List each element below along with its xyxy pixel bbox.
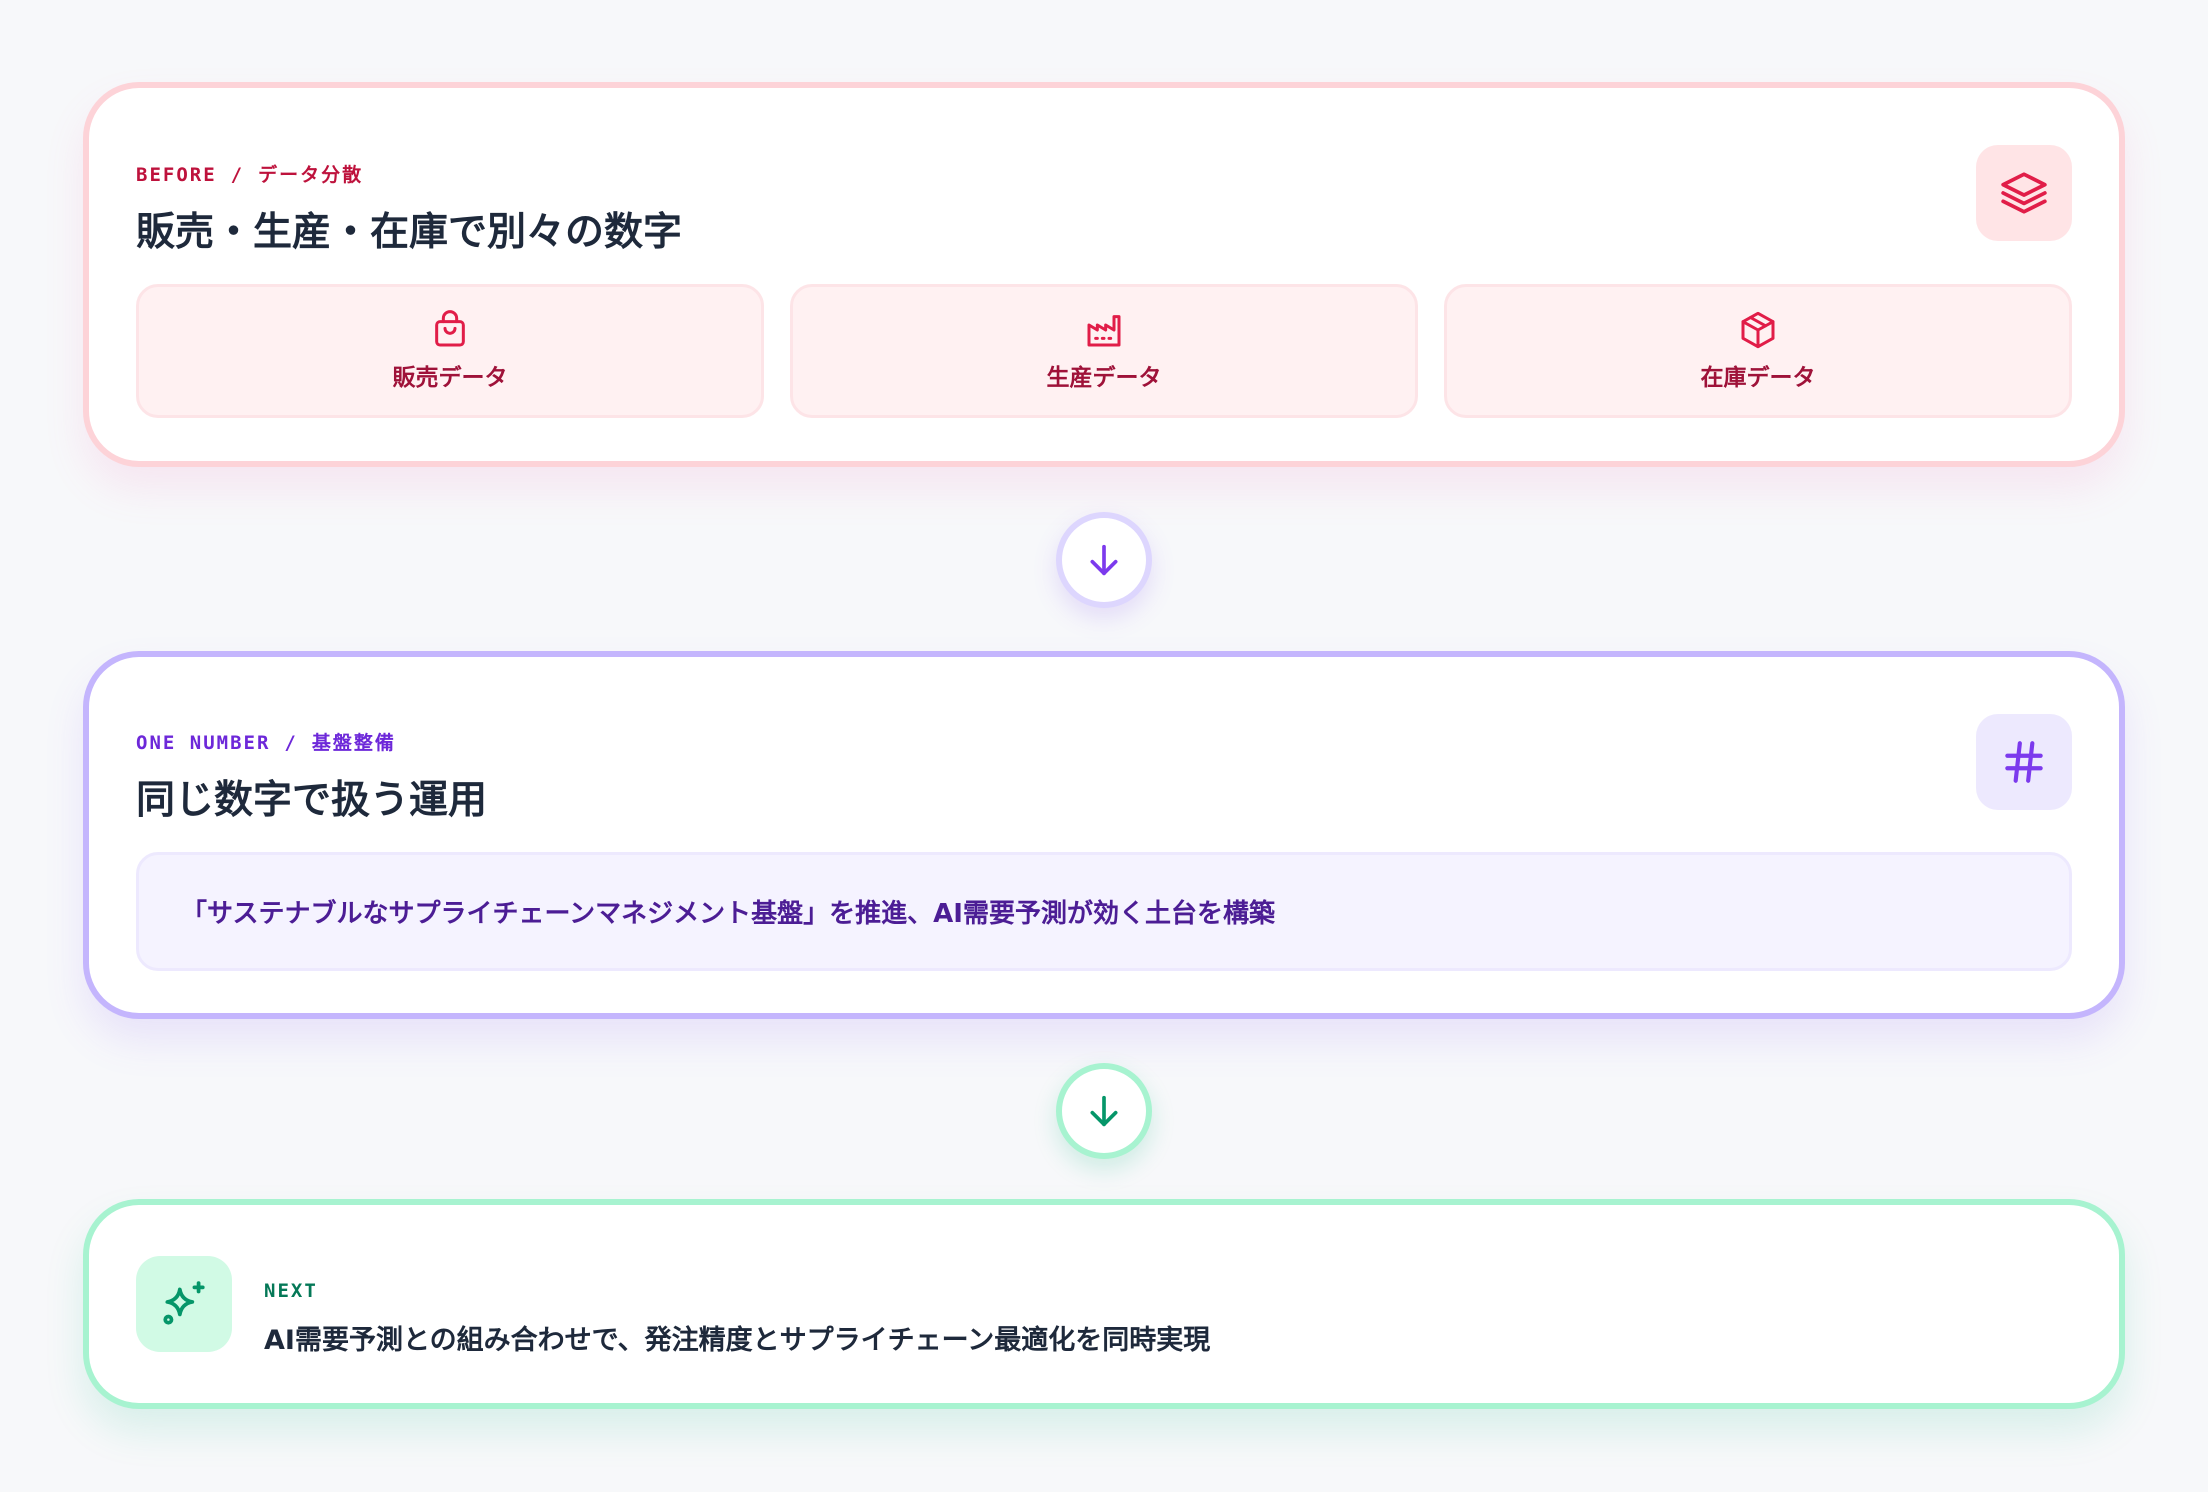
sparkles-icon [136, 1256, 232, 1352]
next-card: NEXT AI需要予測との組み合わせで、発注精度とサプライチェーン最適化を同時実… [83, 1199, 2125, 1409]
one-number-eyebrow-label: 基盤整備 [311, 732, 396, 754]
one-number-card: ONE NUMBER / 基盤整備 同じ数字で扱う運用 「サステナブルなサプライチェ… [83, 651, 2125, 1019]
before-eyebrow-tag: BEFORE [136, 164, 217, 186]
source-inventory-label: 在庫データ [1700, 365, 1816, 391]
hash-icon [1976, 714, 2072, 810]
source-production: 生産データ [790, 284, 1418, 418]
source-production-label: 生産データ [1046, 365, 1162, 391]
before-card: BEFORE / データ分散 販売・生産・在庫で別々の数字 販売データ 生産データ [83, 82, 2125, 467]
connector-arrow-2 [1056, 1063, 1152, 1159]
arrow-down-icon [1090, 1095, 1118, 1127]
shopping-bag-icon [435, 310, 465, 347]
one-number-eyebrow-separator: / [284, 732, 298, 754]
package-icon [1741, 311, 1775, 349]
factory-icon [1087, 315, 1121, 347]
one-number-eyebrow: ONE NUMBER / 基盤整備 [136, 728, 396, 755]
next-eyebrow: NEXT [264, 1280, 318, 1302]
before-title: 販売・生産・在庫で別々の数字 [136, 210, 683, 255]
data-source-list: 販売データ 生産データ 在庫データ [136, 284, 2072, 418]
source-inventory: 在庫データ [1444, 284, 2072, 418]
source-sales-label: 販売データ [392, 365, 508, 391]
source-sales: 販売データ [136, 284, 764, 418]
before-eyebrow: BEFORE / データ分散 [136, 160, 363, 187]
before-eyebrow-separator: / [230, 164, 245, 186]
one-number-title: 同じ数字で扱う運用 [136, 778, 488, 823]
connector-arrow-1 [1056, 512, 1152, 608]
layers-icon [1976, 145, 2072, 241]
one-number-eyebrow-tag: ONE NUMBER [136, 732, 271, 754]
arrow-down-icon [1090, 544, 1118, 576]
one-number-statement: 「サステナブルなサプライチェーンマネジメント基盤」を推進、AI需要予測が効く土台… [136, 852, 2072, 971]
next-text: AI需要予測との組み合わせで、発注精度とサプライチェーン最適化を同時実現 [264, 1325, 1211, 1356]
before-eyebrow-label: データ分散 [258, 164, 364, 186]
